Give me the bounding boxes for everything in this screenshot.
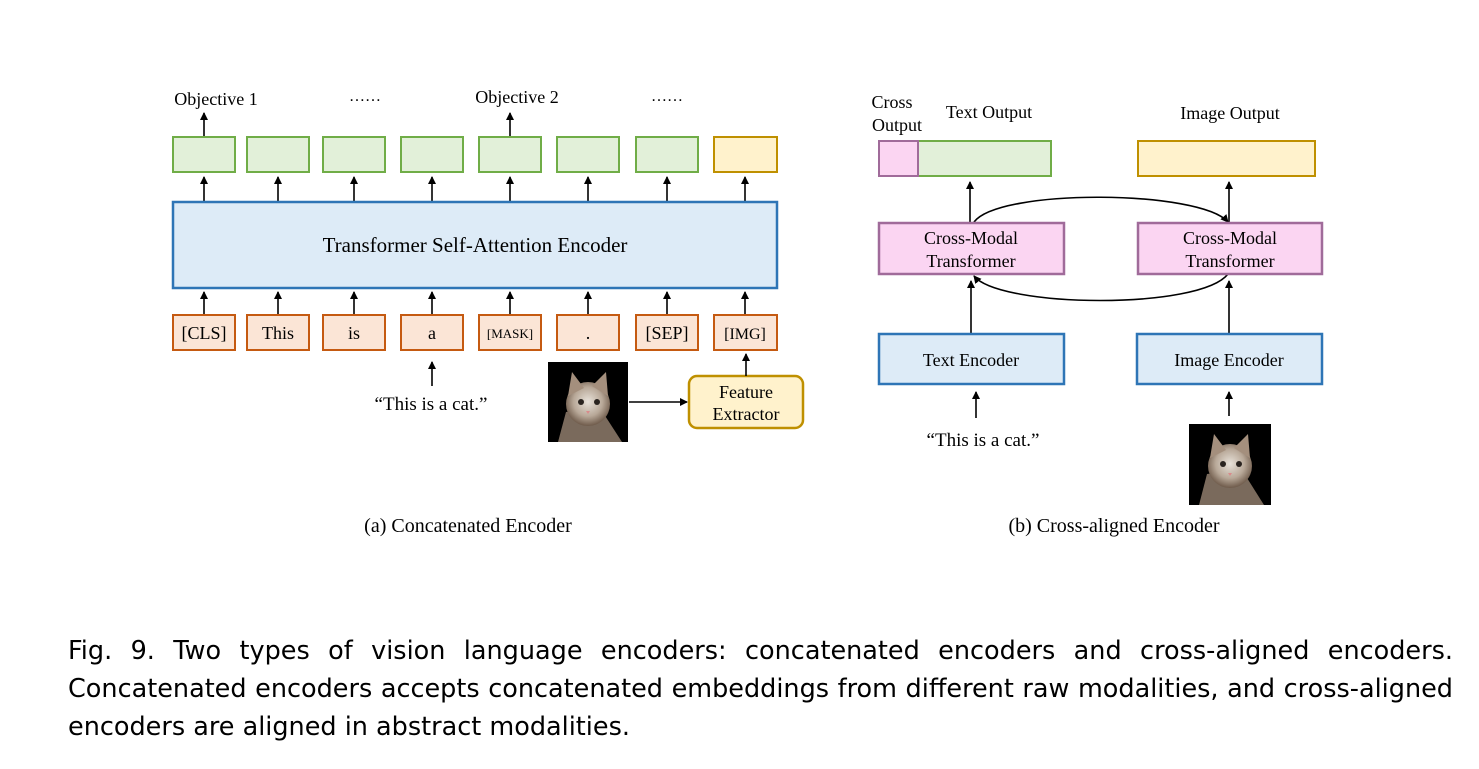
- cat-image-b: [1189, 424, 1271, 505]
- panel-a-caption: (a) Concatenated Encoder: [364, 515, 572, 537]
- text-output-label: Text Output: [946, 102, 1032, 122]
- token-sep: [SEP]: [645, 323, 688, 343]
- cmt-left-line1: Cross-Modal: [924, 228, 1018, 248]
- token-a: a: [428, 323, 436, 343]
- token-box-period: [556, 314, 620, 351]
- ellipsis-2: ……: [651, 88, 683, 105]
- image-encoder-label: Image Encoder: [1174, 350, 1283, 370]
- feature-extractor-line1: Feature: [719, 382, 773, 402]
- ellipsis-1: ……: [349, 88, 381, 105]
- image-encoder-box: [1135, 332, 1324, 386]
- transformer-encoder-label: Transformer Self-Attention Encoder: [323, 233, 628, 257]
- cross-link-bottom-arc: [973, 273, 1229, 302]
- diagram-canvas: Objective 1 …… Objective 2 ……: [171, 87, 1324, 537]
- image-output-label: Image Output: [1180, 103, 1279, 123]
- text-input-b: “This is a cat.”: [927, 430, 1040, 451]
- token-box-cls: [172, 314, 236, 351]
- panel-b-caption: (b) Cross-aligned Encoder: [1008, 515, 1219, 537]
- cross-output-line2: Output: [872, 115, 922, 135]
- objective-2-label: Objective 2: [475, 87, 558, 107]
- token-box-img: [713, 314, 778, 351]
- output-box-7: [635, 136, 699, 173]
- output-box-4: [400, 136, 464, 173]
- cat-image-a: [548, 362, 628, 442]
- token-img: [IMG]: [724, 326, 766, 343]
- objective-1-label: Objective 1: [174, 89, 257, 109]
- output-box-5: [478, 136, 542, 173]
- panel-b-cross-aligned-encoder: Cross Output Text Output Image Output Cr…: [871, 92, 1324, 537]
- cross-modal-transformer-left: [877, 221, 1066, 276]
- cross-output-box: [878, 140, 919, 177]
- cross-link-top-arc: [973, 196, 1229, 223]
- token-box-a: [400, 314, 464, 351]
- image-output-bar: [1137, 140, 1316, 177]
- token-box-is: [322, 314, 386, 351]
- text-input-a: “This is a cat.”: [375, 394, 488, 415]
- token-box-mask: [478, 314, 542, 351]
- cross-modal-transformer-right: [1136, 221, 1324, 276]
- output-box-6: [556, 136, 620, 173]
- feature-extractor-line2: Extractor: [713, 404, 780, 424]
- cmt-right-line1: Cross-Modal: [1183, 228, 1277, 248]
- token-this: This: [262, 323, 294, 343]
- output-box-2: [246, 136, 310, 173]
- text-encoder-box: [877, 332, 1066, 386]
- cross-output-line1: Cross: [871, 92, 912, 112]
- cmt-right-line2: Transformer: [1185, 251, 1274, 271]
- token-period: .: [586, 323, 591, 343]
- token-box-sep: [635, 314, 699, 351]
- output-box-img: [713, 136, 778, 173]
- arrows-encoder-to-outputs: [200, 176, 749, 201]
- token-box-this: [246, 314, 310, 351]
- token-is: is: [348, 323, 360, 343]
- cmt-left-line2: Transformer: [926, 251, 1015, 271]
- token-mask: [MASK]: [487, 326, 533, 341]
- panel-a-concatenated-encoder: Objective 1 …… Objective 2 ……: [171, 87, 805, 537]
- token-cls: [CLS]: [182, 323, 227, 343]
- transformer-encoder-box: [171, 200, 779, 290]
- arrows-tokens-to-encoder: [200, 291, 749, 315]
- output-box-3: [322, 136, 386, 173]
- figure-caption: Fig. 9. Two types of vision language enc…: [68, 636, 1453, 742]
- text-encoder-label: Text Encoder: [923, 350, 1019, 370]
- output-box-1: [172, 136, 236, 173]
